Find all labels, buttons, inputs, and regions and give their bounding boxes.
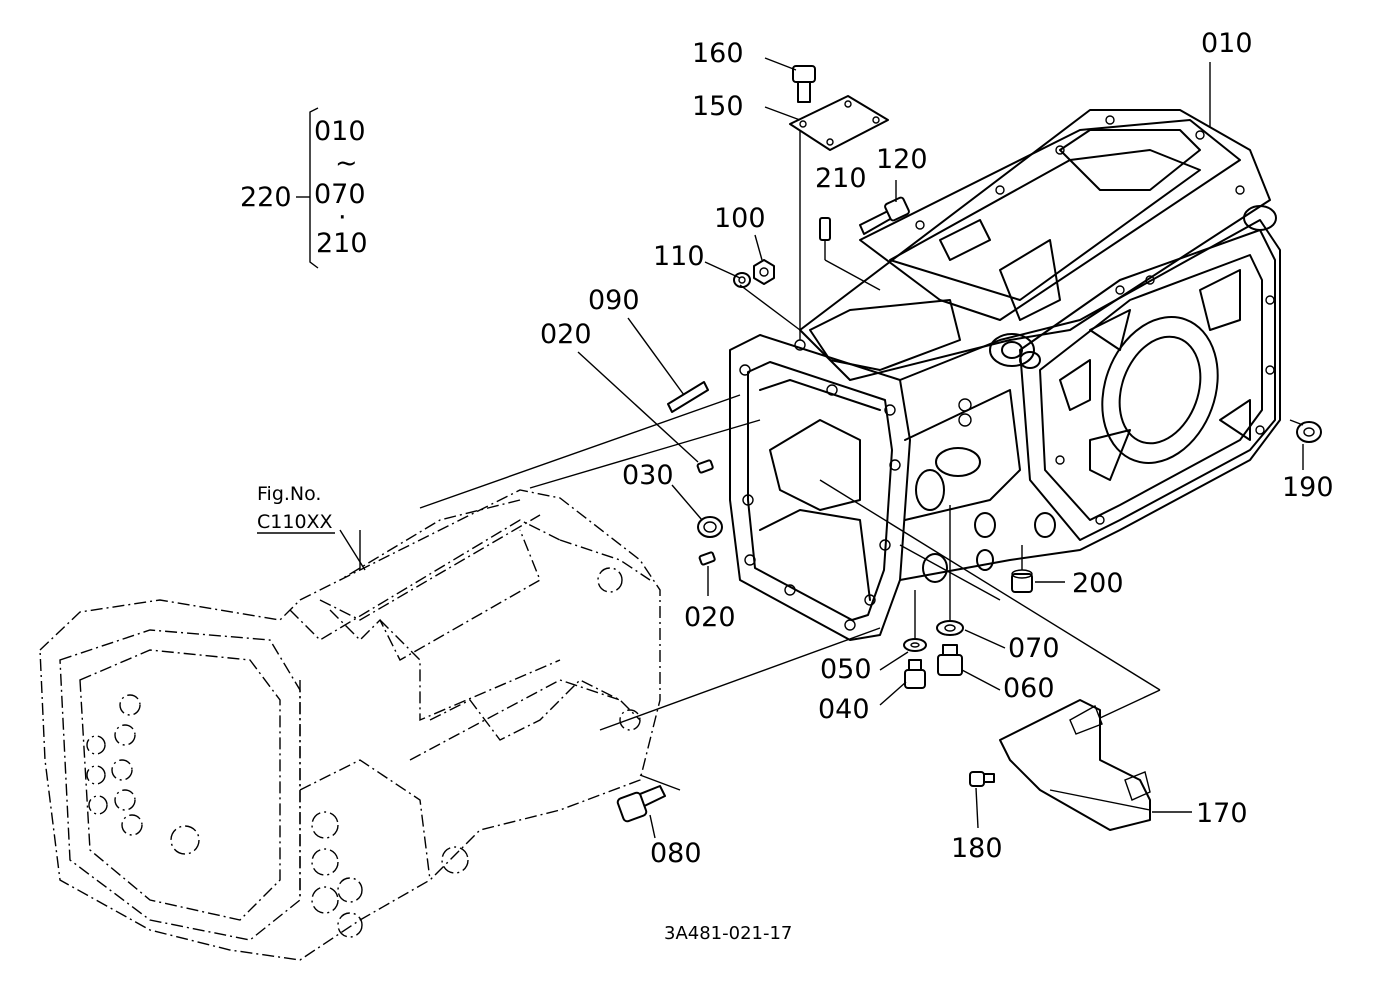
part-label-020-lower: 020 <box>684 602 736 633</box>
assembly-number: 220 <box>240 182 292 213</box>
front-transmission-case <box>39 489 661 961</box>
assembly-range-to: 070 <box>314 179 366 210</box>
part-label-210: 210 <box>815 163 867 194</box>
part-label-010: 010 <box>1201 28 1253 59</box>
part-label-180: 180 <box>951 833 1003 864</box>
part-label-120: 120 <box>876 144 928 175</box>
part-label-190: 190 <box>1282 472 1334 503</box>
assembly-dot: · <box>338 202 347 233</box>
figure-reference-line1: Fig.No. <box>257 483 321 505</box>
part-label-070: 070 <box>1008 633 1060 664</box>
figure-reference: Fig.No. C110XX <box>257 483 335 534</box>
part-label-100: 100 <box>714 203 766 234</box>
assembly-range-tilde: ~ <box>335 148 358 179</box>
part-label-150: 150 <box>692 91 744 122</box>
part-label-060: 060 <box>1003 673 1055 704</box>
part-label-110: 110 <box>653 241 705 272</box>
part-label-090: 090 <box>588 285 640 316</box>
small-parts <box>616 65 1322 831</box>
part-label-200: 200 <box>1072 568 1124 599</box>
part-label-050: 050 <box>820 654 872 685</box>
part-label-160: 160 <box>692 38 744 69</box>
figure-reference-line2: C110XX <box>257 511 333 533</box>
drawing-code: 3A481-021-17 <box>664 923 792 944</box>
leader-lines <box>339 57 1304 839</box>
part-label-030: 030 <box>622 460 674 491</box>
assembly-note: 220 010 ~ 070 · 210 <box>240 107 368 269</box>
part-labels: 010 160 150 120 210 100 110 090 020 030 … <box>540 28 1334 869</box>
part-label-040: 040 <box>818 694 870 725</box>
transmission-case-010 <box>729 109 1281 641</box>
part-label-080: 080 <box>650 838 702 869</box>
part-label-020-upper: 020 <box>540 319 592 350</box>
assembly-extra: 210 <box>316 228 368 259</box>
assembly-range-from: 010 <box>314 116 366 147</box>
assembly-bracket <box>309 107 319 269</box>
part-label-170: 170 <box>1196 798 1248 829</box>
